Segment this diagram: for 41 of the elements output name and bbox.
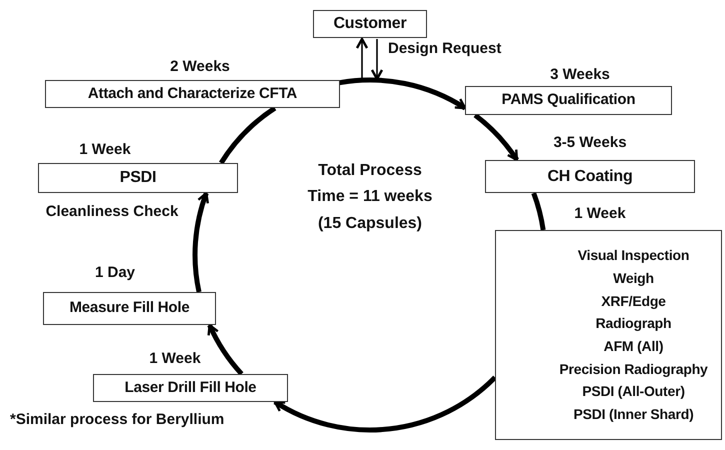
step-text: PSDI (Inner Shard): [573, 405, 694, 424]
step-text: Attach and Characterize CFTA: [88, 84, 298, 104]
process-box: [93, 374, 288, 402]
process-box: [313, 10, 427, 38]
process-box: [485, 160, 695, 193]
step-text: PSDI: [120, 168, 156, 188]
duration-label: 2 Weeks: [169, 58, 231, 75]
step-text: Customer: [333, 14, 407, 34]
arrow: [356, 38, 368, 79]
duration-label: 1 Week: [148, 350, 202, 367]
duration-label: 1 Week: [573, 205, 627, 222]
cycle-arrow: [207, 324, 244, 376]
duration-label: 3 Weeks: [549, 66, 611, 83]
step-text: CH Coating: [547, 166, 633, 187]
process-box: [495, 230, 722, 440]
step-text: Measure Fill Hole: [70, 298, 190, 318]
footnote: *Similar process for Beryllium: [10, 410, 226, 430]
duration-label: 1 Day: [94, 264, 136, 281]
duration-label: 3-5 Weeks: [552, 134, 628, 151]
process-box: [38, 163, 238, 193]
step-text: PSDI (All-Outer): [582, 382, 685, 402]
process-box: [43, 292, 216, 325]
step-text: AFM (All): [604, 337, 664, 356]
step-text: PAMS Qualification: [502, 90, 636, 110]
step-text: Weigh: [613, 268, 654, 288]
edge-label: Design Request: [388, 40, 502, 57]
step-text: XRF/Edge: [601, 292, 666, 311]
duration-label: 1 Week: [78, 141, 132, 158]
cycle-arrow: [274, 376, 497, 432]
step-note: Cleanliness Check: [44, 203, 180, 220]
step-text: Visual Inspection: [578, 246, 690, 266]
process-box: [45, 80, 340, 108]
process-box: [465, 86, 672, 115]
cycle-arrow: [192, 192, 210, 292]
step-text: Laser Drill Fill Hole: [124, 378, 256, 398]
cycle-arrow: [474, 113, 519, 162]
cycle-arrow: [339, 78, 466, 110]
total-time-text: Total Process Time = 11 weeks (15 Capsules): [306, 161, 434, 234]
arrow: [370, 39, 384, 80]
step-text: Radiograph: [596, 314, 672, 334]
step-text: Precision Radiography: [559, 360, 708, 379]
